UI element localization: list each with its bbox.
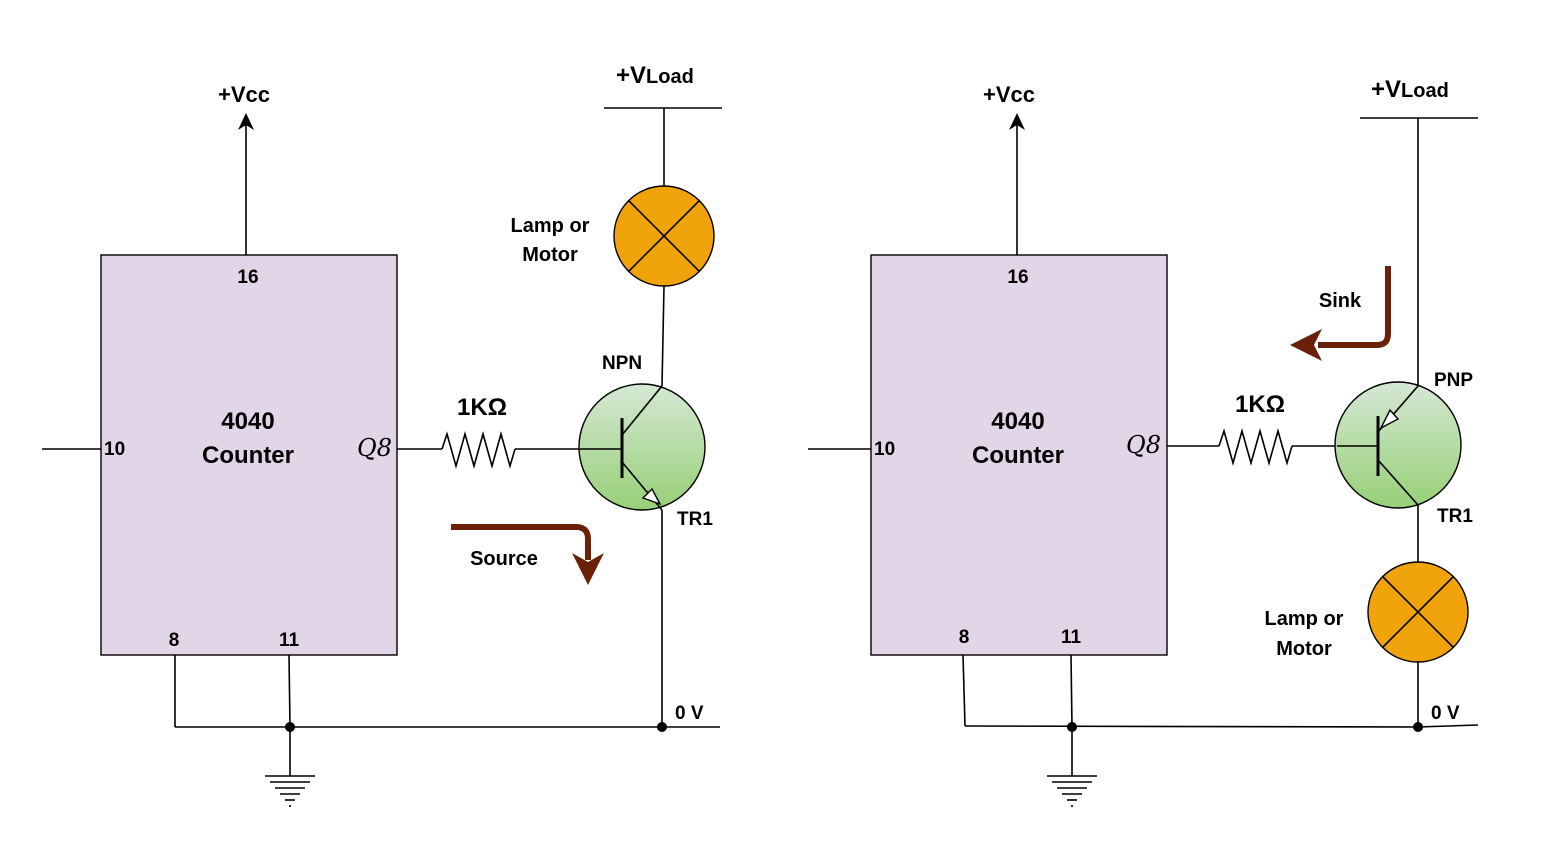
npn-source-circuit: +Vcc 16 10 8 11 4040 Counter Q8 1KΩ NPN …: [42, 62, 722, 807]
pin8-wire: [962, 654, 966, 727]
ic-pin-8: 8: [959, 627, 970, 648]
resistor-1k-icon: [1218, 428, 1293, 466]
junction-dot: [657, 722, 667, 732]
lamp-cross-b: [1382, 576, 1454, 648]
resistor-1k-icon: [441, 431, 516, 469]
pin11-wire: [288, 654, 291, 728]
lamp-to-collector-wire: [661, 285, 665, 387]
pnp-emitter-arrow-icon: [1379, 408, 1400, 430]
ic-name-line2: Counter: [202, 442, 294, 469]
ground-icon: [1047, 727, 1097, 807]
ic-output-q8: Q8: [357, 434, 392, 462]
npn-transistor-icon: [578, 383, 706, 511]
vcc-arrow-icon: [238, 113, 254, 130]
lamp-label-line1: Lamp or: [511, 215, 590, 237]
ground-icon: [265, 727, 315, 807]
current-label: Source: [470, 548, 538, 570]
ic-name-line1: 4040: [221, 408, 274, 435]
source-current-arrow-icon: [451, 524, 591, 560]
lamp-label-line2: Motor: [1276, 638, 1332, 660]
transistor-ref-label: TR1: [1437, 506, 1473, 527]
sink-current-arrow-icon: [1318, 266, 1391, 348]
ground-rail-extension: [1417, 724, 1479, 728]
pnp-sink-circuit: +Vcc 16 10 8 11 4040 Counter Q8 1KΩ PNP …: [808, 76, 1479, 807]
lamp-cross-b: [628, 200, 700, 272]
ic-pin-16: 16: [1007, 267, 1028, 288]
resistor-label: 1KΩ: [1235, 391, 1285, 418]
ic-output-q8: Q8: [1126, 431, 1161, 459]
current-label: Sink: [1319, 290, 1362, 312]
vload-label: +VLoad: [1371, 76, 1449, 103]
ic-pin-10: 10: [874, 439, 895, 460]
ic-4040-counter: [870, 254, 1168, 656]
transistor-type-label: PNP: [1434, 370, 1473, 391]
transistor-ref-label: TR1: [677, 509, 713, 530]
sink-arrowhead-icon: [1290, 329, 1322, 361]
transistor-type-label: NPN: [602, 353, 642, 374]
ic-name-line1: 4040: [991, 408, 1044, 435]
lamp-label-line2: Motor: [522, 244, 578, 266]
npn-emitter-arrow-icon: [641, 487, 662, 506]
pnp-transistor-icon: [1334, 381, 1462, 509]
ic-pin-11: 11: [1061, 627, 1082, 648]
npn-collector-lead: [621, 385, 663, 436]
vcc-arrow-icon: [1009, 113, 1025, 130]
ic-pin-11: 11: [279, 630, 300, 651]
vload-sub: Load: [646, 66, 694, 88]
lamp-label-line1: Lamp or: [1265, 608, 1344, 630]
pnp-collector-lead: [1377, 459, 1419, 506]
ground-rail: [964, 725, 1419, 728]
ground-label: 0 V: [1431, 703, 1460, 724]
vload-label: +VLoad: [616, 62, 694, 89]
vload-main: +V: [616, 62, 646, 89]
resistor-label: 1KΩ: [457, 394, 507, 421]
ic-name-line2: Counter: [972, 442, 1064, 469]
vload-sub: Load: [1401, 80, 1449, 102]
vload-main: +V: [1371, 76, 1401, 103]
ic-pin-16: 16: [237, 267, 258, 288]
ground-label: 0 V: [675, 703, 704, 724]
ic-pin-10: 10: [104, 439, 125, 460]
pin11-wire: [1070, 654, 1073, 728]
ic-4040-counter: [100, 254, 398, 656]
vcc-label: +Vcc: [983, 82, 1035, 107]
ic-pin-8: 8: [169, 630, 180, 651]
vcc-label: +Vcc: [218, 82, 270, 107]
source-arrowhead-icon: [572, 553, 604, 585]
junction-dot: [1413, 722, 1423, 732]
